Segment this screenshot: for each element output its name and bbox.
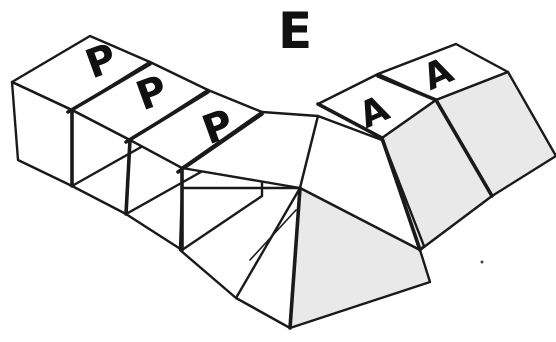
left-block-row: P P P — [12, 35, 318, 328]
pencil-dot — [481, 261, 484, 264]
label-e: E — [278, 2, 312, 60]
